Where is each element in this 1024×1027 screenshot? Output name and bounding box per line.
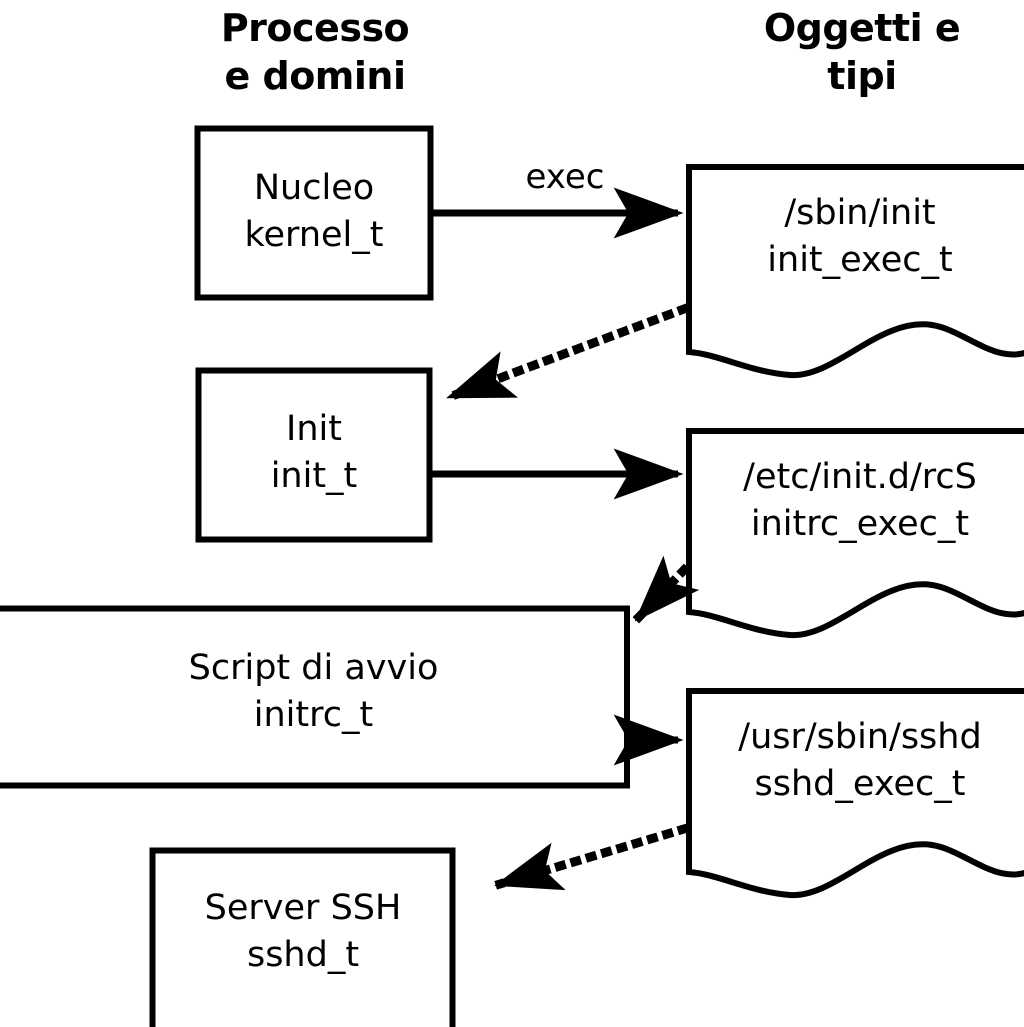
node-shape-init[interactable] [195,367,433,543]
node-shape-sshd[interactable] [149,847,456,1027]
column-heading-processes: Processo e domini [220,6,410,98]
node-shape-sshd-exec[interactable] [686,688,1024,899]
node-shape-initrc[interactable] [0,605,630,789]
node-shape-initrc-exec[interactable] [686,428,1024,639]
edge-label-exec: exec [525,157,605,197]
node-shape-kernel[interactable] [194,125,434,301]
node-shape-init-exec[interactable] [686,164,1024,379]
column-heading-objects: Oggetti e tipi [763,6,961,98]
edge-sshd-exec-to-sshd [493,823,690,891]
edge-init-exec-to-init [446,303,690,402]
edge-initrc-exec-to-initrc [632,555,700,624]
